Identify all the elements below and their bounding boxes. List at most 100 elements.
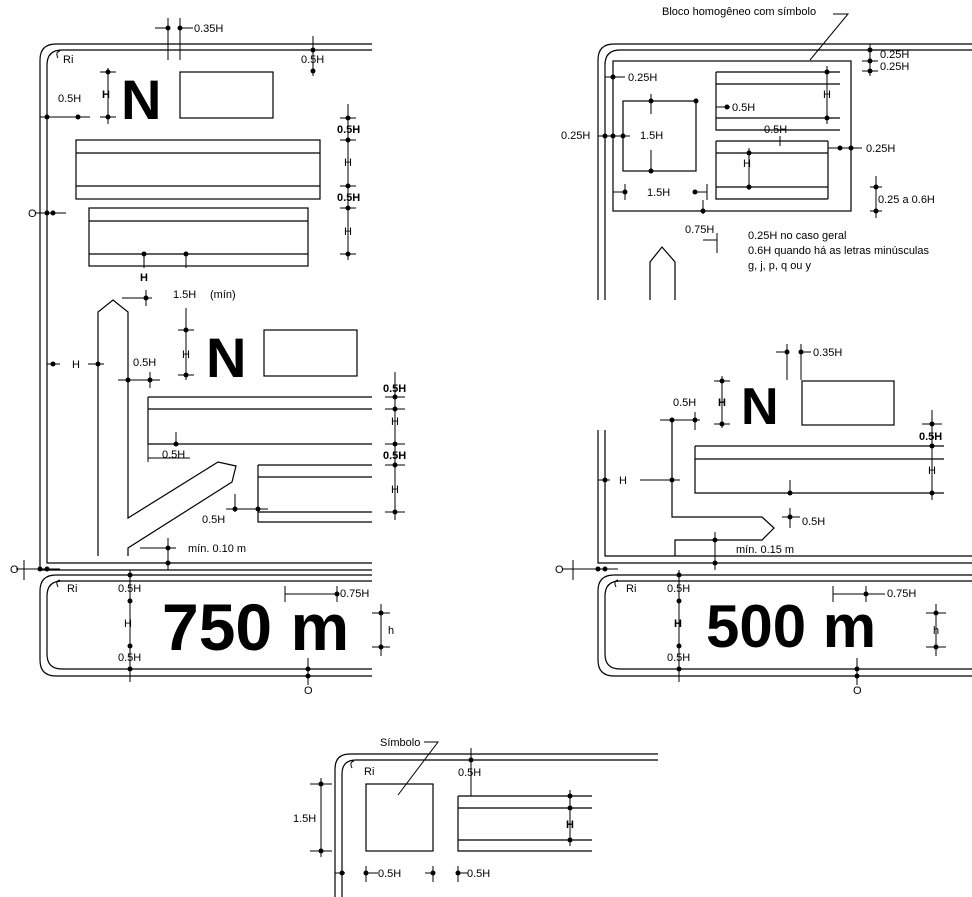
sign-3-outer-border	[597, 43, 972, 300]
note-line-1: 0.25H no caso geral	[748, 230, 846, 242]
dim-025h-b: 0.25H	[880, 61, 909, 73]
ri-label-6: Ri	[364, 766, 374, 778]
dim-035h-4: 0.35H	[813, 347, 842, 359]
dim-h-r2: H	[344, 226, 352, 238]
dim-05h-6a: 0.5H	[458, 767, 481, 779]
distance-500: 500 m	[706, 593, 876, 660]
dim-05h-4c: 0.5H	[802, 516, 825, 528]
letter-n-4: N	[741, 378, 779, 436]
dim-o-750: O	[304, 685, 313, 697]
dim-min-010: mín. 0.10 m	[188, 543, 246, 555]
dim-h-3b: H	[743, 158, 751, 170]
dim-h-strip2: H	[140, 272, 148, 284]
strip-3a	[715, 71, 840, 131]
dim-h-3a: H	[823, 89, 831, 101]
ri-label-2: Ri	[67, 583, 77, 595]
sign-1-inner-border	[46, 49, 372, 564]
dim-025h-a: 0.25H	[880, 49, 909, 61]
sign-6-symbol: Ri Símbolo 1.5H 0.5H H 0.5H 0.5H	[293, 737, 658, 897]
dim-025h-left: 0.25H	[561, 130, 590, 142]
symbol-square-6	[365, 783, 434, 852]
dim-o-left-5: O	[555, 564, 564, 576]
dim-h-r1: H	[344, 157, 352, 169]
radius-mark	[56, 50, 61, 59]
sign-4-outer-border	[597, 430, 972, 564]
dim-05h-6c: 0.5H	[467, 868, 490, 880]
symbol-box-2	[263, 329, 358, 377]
ri-label-5: Ri	[626, 583, 636, 595]
text-strip-4	[257, 464, 372, 523]
dim-025h-c: 0.25H	[628, 72, 657, 84]
dim-h-small-750: h	[388, 625, 394, 637]
letter-n: N	[121, 68, 161, 131]
dim-05h-strip3: 0.5H	[162, 449, 185, 461]
strip-3b	[715, 140, 829, 200]
arrow-symbol-3	[649, 246, 676, 300]
dim-05h-6b: 0.5H	[378, 868, 401, 880]
dim-h-750: H	[124, 618, 132, 630]
dim-025-06h: 0.25 a 0.6H	[878, 194, 935, 206]
dim-05h-r3: 0.5H	[383, 383, 406, 395]
dim-h-r4: H	[391, 484, 399, 496]
sign-4-medium: 0.35H H N 0.5H 0.5H H H 0.5H mín. 0.15 m	[597, 344, 972, 570]
dim-min-015: mín. 0.15 m	[736, 544, 794, 556]
sign-2-distance: Ri O 0.5H H 0.5H 750 m 0.75H h O	[10, 560, 394, 697]
dim-h-500: H	[674, 618, 682, 630]
sign-5-inner-border	[604, 580, 972, 670]
sign-6-inner-border	[341, 759, 658, 897]
sign-1-large: Ri N 0.35H 0.5H H 0.5H 0.5H H 0.5H	[28, 18, 406, 571]
dim-05h-top: 0.5H	[301, 54, 324, 66]
arrow-symbol-4	[671, 420, 775, 556]
dim-15h-3: 1.5H	[640, 130, 663, 142]
dim-05h-4b: 0.5H	[919, 431, 942, 443]
dim-h-left: H	[72, 359, 80, 371]
note-line-2: 0.6H quando há as letras minúsculas	[748, 245, 929, 257]
dim-075h-3: 0.75H	[685, 224, 714, 236]
dim-15h-3b: 1.5H	[647, 187, 670, 199]
strip-6	[457, 795, 592, 852]
sign-2-outer-border	[39, 574, 372, 677]
sign-1-outer-border	[39, 43, 372, 571]
dim-05h-r2: 0.5H	[337, 192, 360, 204]
dim-h-4b: H	[928, 465, 936, 477]
sign-5-outer-border	[597, 574, 972, 677]
dim-h-6: H	[566, 819, 574, 831]
sign-5-distance: Ri O 0.5H H 0.5H 500 m 0.75H h O	[555, 560, 972, 697]
dim-05h-4a: 0.5H	[673, 397, 696, 409]
dim-h-r3: H	[391, 416, 399, 428]
note-line-3: g, j, p, q ou y	[748, 260, 811, 272]
dim-o-left-2: O	[10, 564, 19, 576]
symbol-box-4	[801, 380, 895, 426]
sign-2-inner-border	[46, 580, 372, 670]
dim-h-n2: H	[182, 349, 190, 361]
dim-h-n: H	[102, 89, 110, 101]
dim-05h-r4: 0.5H	[383, 450, 406, 462]
dim-15h: 1.5H	[173, 289, 196, 301]
dim-025h-d: 0.25H	[866, 143, 895, 155]
callout-simbolo: Símbolo	[380, 737, 420, 749]
dim-h-4n: H	[718, 397, 726, 409]
dim-05h-arrow: 0.5H	[133, 357, 156, 369]
dim-o-left: O	[28, 208, 37, 220]
arrow-symbol	[97, 299, 237, 556]
symbol-box	[179, 71, 274, 119]
dim-05h-r1: 0.5H	[337, 124, 360, 136]
strip-4a	[694, 445, 944, 494]
dim-05h-strip4: 0.5H	[202, 514, 225, 526]
dim-075h-500: 0.75H	[887, 588, 916, 600]
dim-h-small-500: h	[933, 625, 939, 637]
dim-075h-750: 0.75H	[340, 588, 369, 600]
dim-05h-500-bot: 0.5H	[667, 652, 690, 664]
text-strip-1	[75, 139, 321, 200]
dim-min: (mín)	[210, 289, 236, 301]
text-strip-2	[88, 207, 309, 267]
dim-035h: 0.35H	[194, 23, 223, 35]
dim-05h-3b: 0.5H	[764, 124, 787, 136]
distance-750: 750 m	[162, 590, 349, 664]
ri-label: Ri	[63, 54, 73, 66]
text-strip-3	[147, 396, 372, 445]
dim-15h-6: 1.5H	[293, 813, 316, 825]
dim-h-4left: H	[619, 475, 627, 487]
dim-05h-left: 0.5H	[58, 93, 81, 105]
